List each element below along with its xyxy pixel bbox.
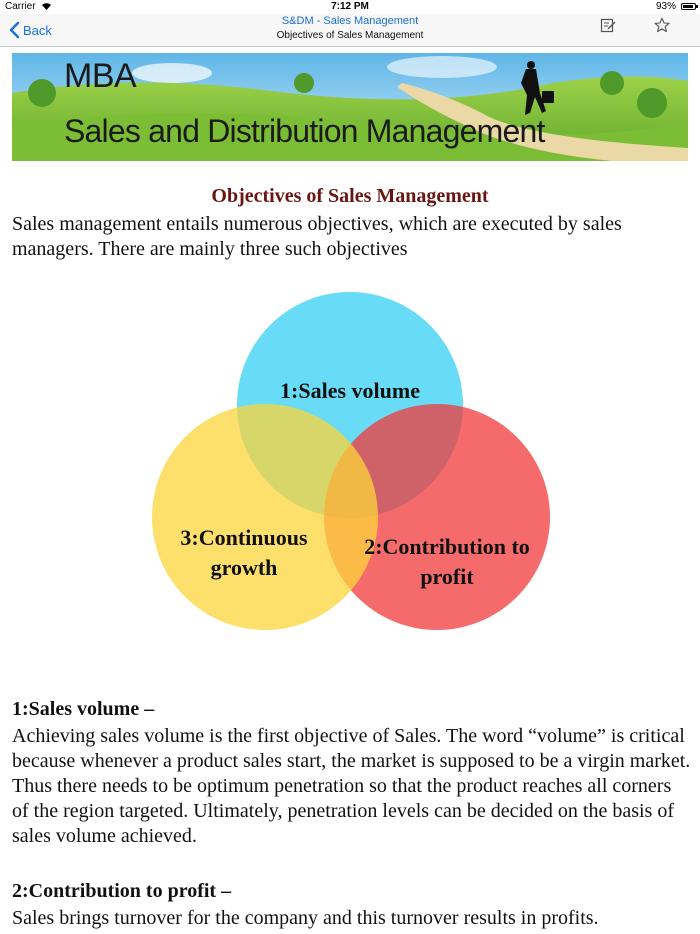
battery-fill — [683, 5, 694, 8]
nav-title: S&DM - Sales Management — [281, 15, 419, 27]
status-time: 7:12 PM — [331, 1, 369, 12]
venn-circle-growth — [152, 404, 378, 630]
carrier-text: Carrier — [5, 1, 36, 12]
objectives-venn-diagram: 1:Sales volume 2:Contribution to profit … — [152, 292, 550, 630]
banner-landscape — [12, 53, 688, 161]
section-body-sales-volume: Achieving sales volume is the first obje… — [12, 725, 691, 847]
businessman-silhouette — [521, 61, 554, 115]
intro-paragraph: Sales management entails numerous object… — [12, 213, 622, 260]
banner-title-subject: Sales and Distribution Management — [64, 113, 545, 149]
header-banner: MBA Sales and Distribution Management — [12, 53, 688, 161]
section-heading-contribution: 2:Contribution to profit – — [12, 880, 232, 902]
article-title: Objectives of Sales Management — [211, 185, 489, 207]
status-bar: Carrier 7:12 PM 93% — [0, 0, 700, 14]
venn-label-sales-volume: 1:Sales volume — [280, 378, 420, 403]
venn-label-contribution-line2: profit — [420, 564, 474, 589]
venn-label-growth-line2: growth — [211, 555, 278, 580]
back-button[interactable]: Back — [8, 21, 52, 39]
venn-circle-contribution — [324, 404, 550, 630]
navigation-bar: Back S&DM - Sales Management Objectives … — [0, 14, 700, 47]
star-icon[interactable] — [654, 17, 670, 33]
battery-percent: 93% — [655, 1, 676, 12]
nav-subtitle: Objectives of Sales Management — [276, 30, 424, 41]
chevron-left-icon — [9, 21, 20, 39]
edit-icon[interactable] — [600, 17, 616, 33]
section-body-contribution: Sales brings turnover for the company an… — [12, 907, 599, 929]
back-label: Back — [23, 22, 52, 38]
section-heading-sales-volume: 1:Sales volume – — [12, 698, 155, 720]
venn-label-contribution-line1: 2:Contribution to — [364, 534, 530, 559]
battery-icon — [681, 3, 698, 10]
venn-label-growth-line1: 3:Continuous — [180, 525, 308, 550]
carrier-label: Carrier — [5, 1, 52, 12]
wifi-icon — [42, 3, 52, 10]
banner-title-mba: MBA — [64, 57, 137, 95]
